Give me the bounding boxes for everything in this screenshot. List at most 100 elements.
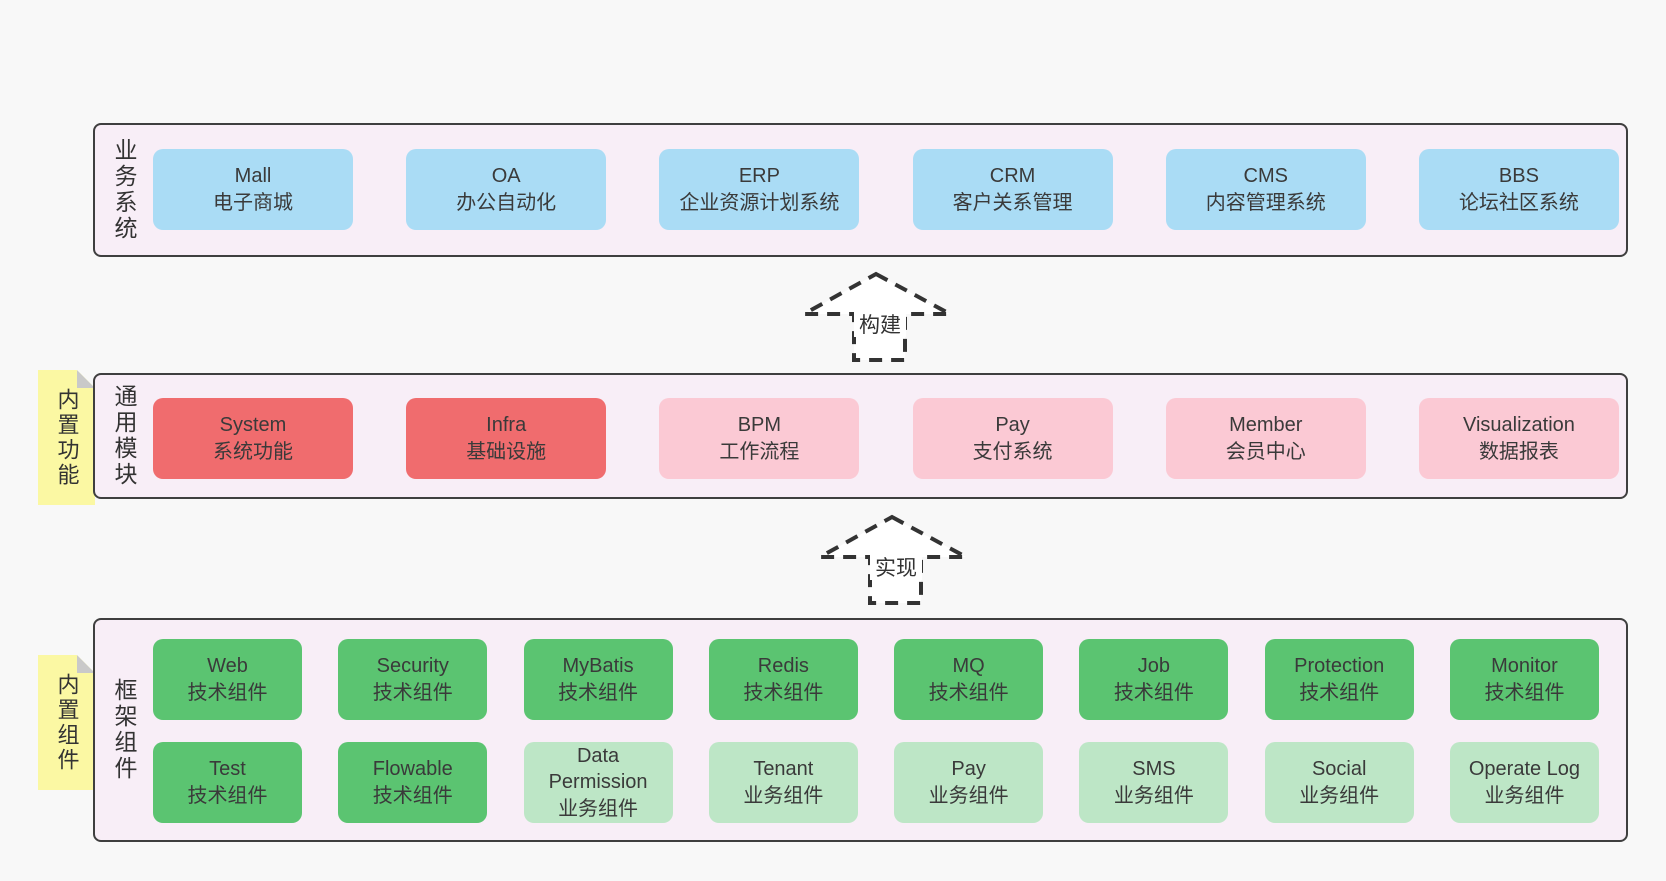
box-subtitle: 业务组件 [1299, 784, 1380, 807]
box-subtitle: 电子商城 [213, 191, 293, 214]
box-subtitle: 内容管理系统 [1205, 191, 1326, 214]
box-security: Security 技术组件 [338, 639, 488, 720]
business-systems-layer: 业务系统 Mall 电子商城 OA 办公自动化 ERP 企业资源计划系统 CRM… [93, 123, 1628, 257]
box-subtitle: 业务组件 [1113, 784, 1194, 807]
box-subtitle: 客户关系管理 [952, 191, 1073, 214]
sticky-text: 内置功能 [54, 387, 80, 488]
common-modules-layer: 通用模块 System 系统功能 Infra 基础设施 BPM 工作流程 Pay… [93, 373, 1628, 499]
box-title: SMS [1132, 758, 1176, 781]
box-subtitle: 技术组件 [1299, 681, 1380, 704]
box-title: Mall [234, 165, 272, 188]
box-title: Data Permission [548, 744, 648, 794]
box-title: Flowable [372, 758, 453, 781]
box-subtitle: 技术组件 [187, 681, 268, 704]
box-subtitle: 支付系统 [972, 440, 1053, 463]
box-title: CRM [989, 165, 1036, 188]
box-title: Operate Log [1468, 758, 1581, 781]
box-monitor: Monitor 技术组件 [1449, 639, 1599, 720]
box-title: Security [376, 655, 449, 678]
box-test: Test 技术组件 [153, 742, 302, 823]
box-subtitle: 论坛社区系统 [1458, 191, 1579, 214]
box-flowable: Flowable 技术组件 [338, 742, 488, 823]
box-subtitle: 技术组件 [1113, 681, 1194, 704]
box-subtitle: 业务组件 [743, 784, 824, 807]
box-oa: OA 办公自动化 [406, 149, 607, 230]
box-job: Job 技术组件 [1079, 639, 1229, 720]
layer-label-business: 业务系统 [111, 138, 137, 242]
implement-arrow: 实现 [812, 514, 967, 605]
arrow-label: 实现 [875, 557, 917, 580]
box-subtitle: 工作流程 [719, 440, 800, 463]
box-bbs: BBS 论坛社区系统 [1418, 149, 1619, 230]
sticky-note-built-in-components: 内置组件 [38, 655, 95, 790]
box-title: Web [207, 655, 248, 678]
box-title: Member [1229, 414, 1303, 437]
box-title: ERP [738, 165, 780, 188]
box-title: MQ [952, 655, 985, 678]
box-infra: Infra 基础设施 [406, 398, 607, 479]
box-title: MyBatis [562, 655, 634, 678]
box-subtitle: 技术组件 [372, 681, 453, 704]
box-mall: Mall 电子商城 [153, 149, 353, 230]
box-subtitle: 技术组件 [743, 681, 824, 704]
box-subtitle: 技术组件 [187, 784, 268, 807]
box-title: Job [1137, 655, 1171, 678]
box-data-permission: Data Permission 业务组件 [523, 742, 673, 823]
box-subtitle: 技术组件 [1484, 681, 1565, 704]
box-title: Infra [486, 414, 527, 437]
box-title: OA [491, 165, 521, 188]
box-title: Pay [995, 414, 1030, 437]
box-title: Pay [951, 758, 986, 781]
box-title: Redis [757, 655, 809, 678]
build-arrow: 构建 [796, 271, 951, 362]
box-crm: CRM 客户关系管理 [912, 149, 1113, 230]
framework-box-row-2: Test 技术组件 Flowable 技术组件 Data Permission … [153, 742, 1599, 823]
box-pay: Pay 支付系统 [912, 398, 1113, 479]
box-subtitle: 技术组件 [558, 681, 639, 704]
box-bpm: BPM 工作流程 [659, 398, 860, 479]
box-subtitle: 数据报表 [1478, 440, 1559, 463]
sticky-note-built-in-features: 内置功能 [38, 370, 95, 505]
box-subtitle: 企业资源计划系统 [679, 191, 840, 214]
box-title: Tenant [753, 758, 814, 781]
box-title: System [219, 414, 287, 437]
box-subtitle: 技术组件 [928, 681, 1009, 704]
modules-box-row: System 系统功能 Infra 基础设施 BPM 工作流程 Pay 支付系统… [153, 398, 1619, 479]
box-web: Web 技术组件 [153, 639, 302, 720]
box-subtitle: 业务组件 [928, 784, 1009, 807]
box-redis: Redis 技术组件 [708, 639, 858, 720]
box-title: Visualization [1462, 414, 1575, 437]
box-tenant: Tenant 业务组件 [708, 742, 858, 823]
box-system: System 系统功能 [153, 398, 353, 479]
box-title: Social [1311, 758, 1367, 781]
box-subtitle: 业务组件 [1484, 784, 1565, 807]
box-social: Social 业务组件 [1264, 742, 1414, 823]
box-erp: ERP 企业资源计划系统 [659, 149, 860, 230]
box-subtitle: 系统功能 [213, 440, 293, 463]
box-member: Member 会员中心 [1165, 398, 1366, 479]
box-pay-biz: Pay 业务组件 [894, 742, 1044, 823]
layer-label-modules: 通用模块 [111, 384, 137, 488]
framework-components-layer: 框架组件 Web 技术组件 Security 技术组件 MyBatis 技术组件… [93, 618, 1628, 842]
box-protection: Protection 技术组件 [1264, 639, 1414, 720]
layer-label-framework: 框架组件 [111, 678, 137, 782]
box-title: BBS [1498, 165, 1539, 188]
box-title: Protection [1294, 655, 1385, 678]
box-visualization: Visualization 数据报表 [1418, 398, 1619, 479]
sticky-text: 内置组件 [54, 672, 80, 773]
box-title: Test [209, 758, 246, 781]
box-title: CMS [1243, 165, 1288, 188]
arrow-label-bg [870, 554, 922, 580]
arrow-label: 构建 [859, 314, 901, 337]
box-title: Monitor [1491, 655, 1558, 678]
box-title: BPM [737, 414, 782, 437]
box-subtitle: 技术组件 [372, 784, 453, 807]
box-subtitle: 业务组件 [558, 797, 639, 820]
arrow-label-bg [854, 311, 906, 337]
box-operate-log: Operate Log 业务组件 [1449, 742, 1599, 823]
box-subtitle: 办公自动化 [456, 191, 557, 214]
box-subtitle: 基础设施 [466, 440, 547, 463]
box-cms: CMS 内容管理系统 [1165, 149, 1366, 230]
box-mybatis: MyBatis 技术组件 [523, 639, 673, 720]
